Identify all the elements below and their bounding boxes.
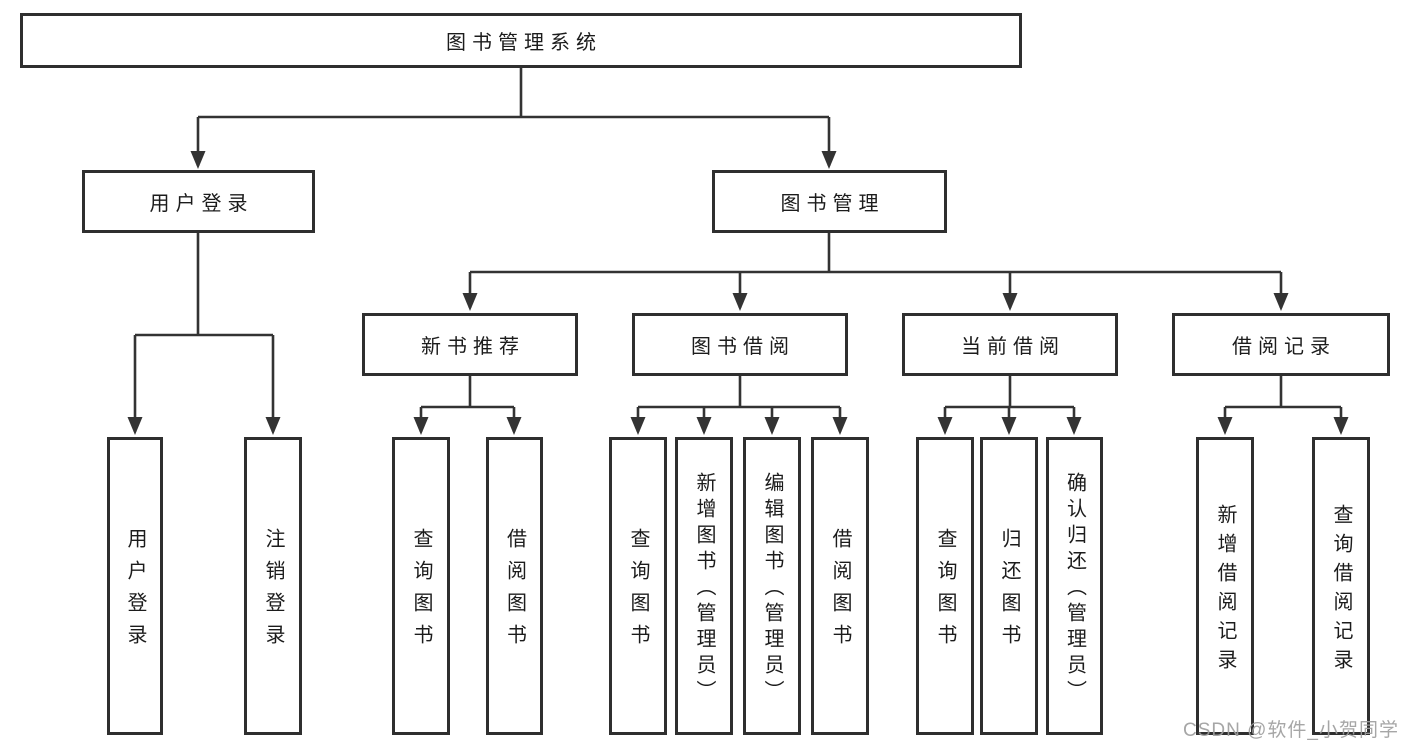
leaf-nbr-query-books-label: 查询图书 bbox=[410, 528, 432, 656]
node-book-management-label: 图书管理 bbox=[780, 193, 885, 215]
leaf-cb-confirm-return-admin: 确认归还（管理员） bbox=[1046, 437, 1103, 735]
leaf-br-query-record-label: 查询借阅记录 bbox=[1330, 503, 1352, 678]
leaf-bb-borrow-books: 借阅图书 bbox=[811, 437, 869, 735]
leaf-bb-add-book-admin: 新增图书（管理员） bbox=[675, 437, 733, 735]
node-root: 图书管理系统 bbox=[20, 13, 1022, 68]
leaf-user-login: 用户登录 bbox=[107, 437, 163, 735]
leaf-cb-confirm-return-admin-label: 确认归还（管理员） bbox=[1063, 472, 1086, 706]
leaf-nbr-borrow-books-label: 借阅图书 bbox=[503, 528, 526, 656]
leaf-br-query-record: 查询借阅记录 bbox=[1312, 437, 1370, 735]
leaf-cb-return-books-label: 归还图书 bbox=[998, 528, 1020, 656]
leaf-logout: 注销登录 bbox=[244, 437, 302, 735]
leaf-br-add-record: 新增借阅记录 bbox=[1196, 437, 1254, 735]
node-book-borrowing: 图书借阅 bbox=[632, 313, 848, 376]
node-borrowing-records-label: 借阅记录 bbox=[1232, 336, 1336, 358]
node-current-borrowing: 当前借阅 bbox=[902, 313, 1118, 376]
leaf-cb-return-books: 归还图书 bbox=[980, 437, 1038, 735]
node-new-book-recommend: 新书推荐 bbox=[362, 313, 578, 376]
leaf-bb-edit-book-admin: 编辑图书（管理员） bbox=[743, 437, 801, 735]
leaf-bb-query-books: 查询图书 bbox=[609, 437, 667, 735]
node-root-label: 图书管理系统 bbox=[446, 32, 602, 54]
leaf-nbr-borrow-books: 借阅图书 bbox=[486, 437, 543, 735]
leaf-bb-borrow-books-label: 借阅图书 bbox=[829, 528, 851, 656]
node-user-login-label: 用户登录 bbox=[149, 193, 254, 215]
node-new-book-recommend-label: 新书推荐 bbox=[421, 336, 525, 358]
leaf-cb-query-books-label: 查询图书 bbox=[934, 528, 956, 656]
node-book-management: 图书管理 bbox=[712, 170, 947, 233]
connector-rails bbox=[135, 68, 1341, 409]
leaf-bb-add-book-admin-label: 新增图书（管理员） bbox=[693, 472, 715, 706]
node-borrowing-records: 借阅记录 bbox=[1172, 313, 1390, 376]
node-user-login: 用户登录 bbox=[82, 170, 315, 233]
watermark: CSDN @软件_小贺同学 bbox=[1183, 720, 1399, 741]
node-current-borrowing-label: 当前借阅 bbox=[961, 336, 1065, 358]
leaf-bb-query-books-label: 查询图书 bbox=[627, 528, 649, 656]
node-book-borrowing-label: 图书借阅 bbox=[691, 336, 795, 358]
leaf-cb-query-books: 查询图书 bbox=[916, 437, 974, 735]
leaf-logout-label: 注销登录 bbox=[262, 528, 284, 656]
leaf-nbr-query-books: 查询图书 bbox=[392, 437, 450, 735]
leaf-bb-edit-book-admin-label: 编辑图书（管理员） bbox=[761, 472, 783, 706]
leaf-user-login-label: 用户登录 bbox=[124, 528, 146, 656]
leaf-br-add-record-label: 新增借阅记录 bbox=[1214, 503, 1236, 678]
